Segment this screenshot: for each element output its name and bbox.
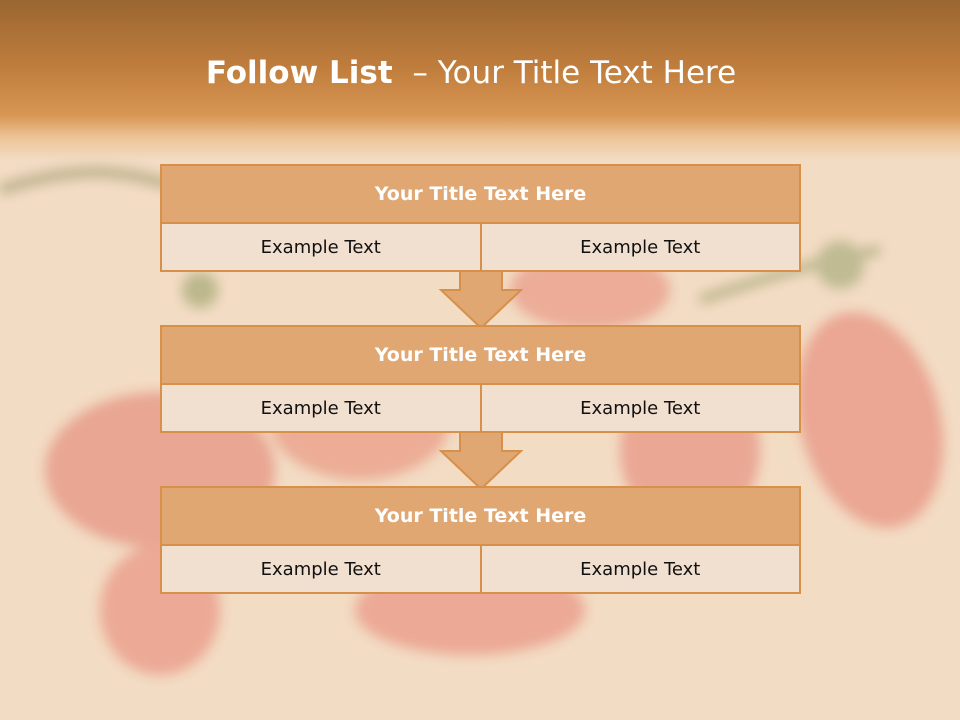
slide-title-rest: – Your Title Text Here <box>412 55 737 91</box>
block-row: Example Text Example Text <box>162 224 799 270</box>
block-cell-left: Example Text <box>162 546 482 592</box>
list-block-2: Your Title Text Here Example Text Exampl… <box>160 325 801 433</box>
block-title: Your Title Text Here <box>162 166 799 224</box>
list-block-1: Your Title Text Here Example Text Exampl… <box>160 164 801 272</box>
block-cell-left: Example Text <box>162 385 482 431</box>
block-row: Example Text Example Text <box>162 385 799 431</box>
slide-title: Follow List – Your Title Text Here <box>0 55 942 91</box>
block-title: Your Title Text Here <box>162 327 799 385</box>
down-arrow-icon <box>438 431 524 491</box>
block-cell-right: Example Text <box>580 558 701 580</box>
down-arrow-icon <box>438 270 524 330</box>
title-bar: Follow List – Your Title Text Here <box>0 0 960 160</box>
block-cell-right: Example Text <box>580 397 701 419</box>
block-cell-right: Example Text <box>580 236 701 258</box>
list-block-3: Your Title Text Here Example Text Exampl… <box>160 486 801 594</box>
block-title: Your Title Text Here <box>162 488 799 546</box>
block-row: Example Text Example Text <box>162 546 799 592</box>
block-cell-left: Example Text <box>162 224 482 270</box>
slide-title-bold: Follow List <box>205 55 393 91</box>
